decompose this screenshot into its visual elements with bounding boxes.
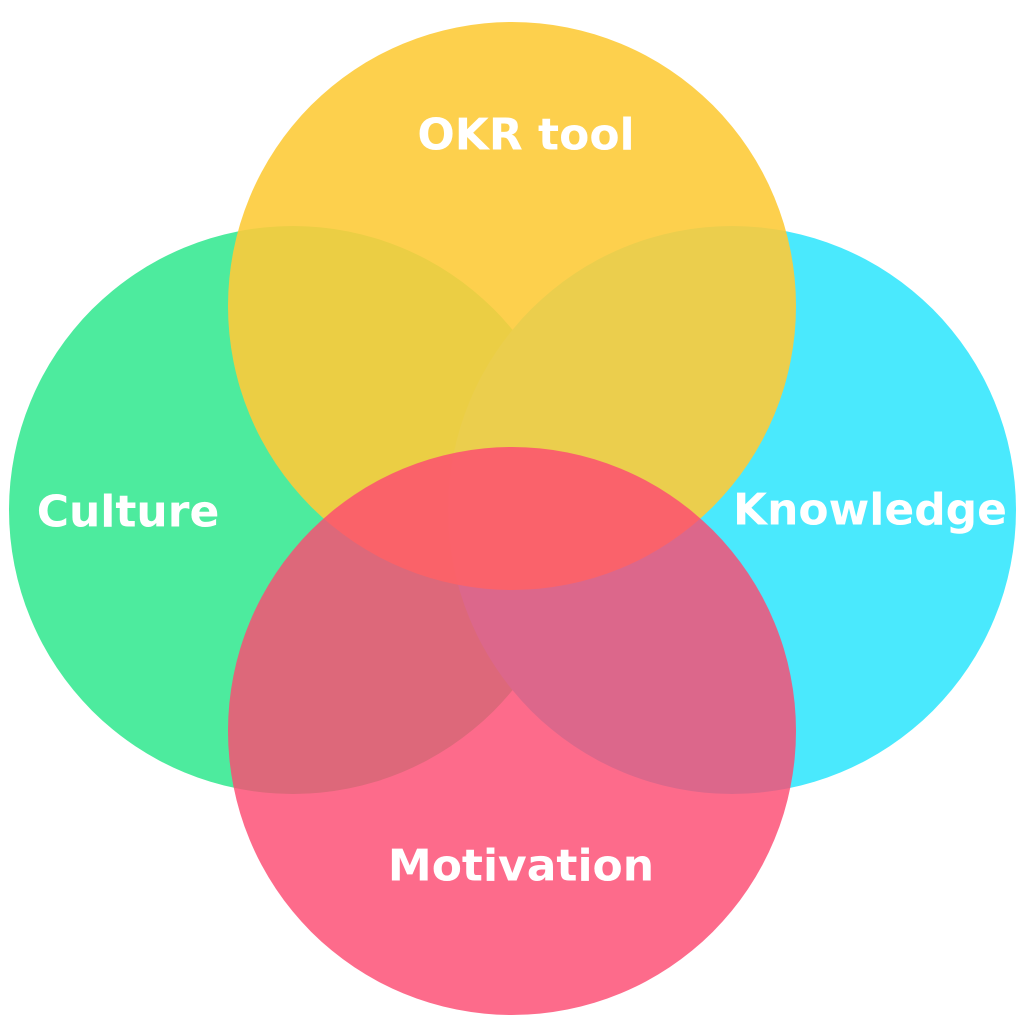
okr-tool-label: OKR tool bbox=[417, 110, 634, 161]
labels-layer: Culture Knowledge OKR tool Motivation bbox=[37, 110, 1007, 892]
motivation-circle bbox=[228, 447, 796, 1015]
motivation-label: Motivation bbox=[388, 841, 654, 892]
culture-label: Culture bbox=[37, 487, 220, 538]
knowledge-label: Knowledge bbox=[733, 485, 1007, 536]
okr-tool-circle bbox=[228, 22, 796, 590]
circles-layer bbox=[9, 22, 1016, 1015]
